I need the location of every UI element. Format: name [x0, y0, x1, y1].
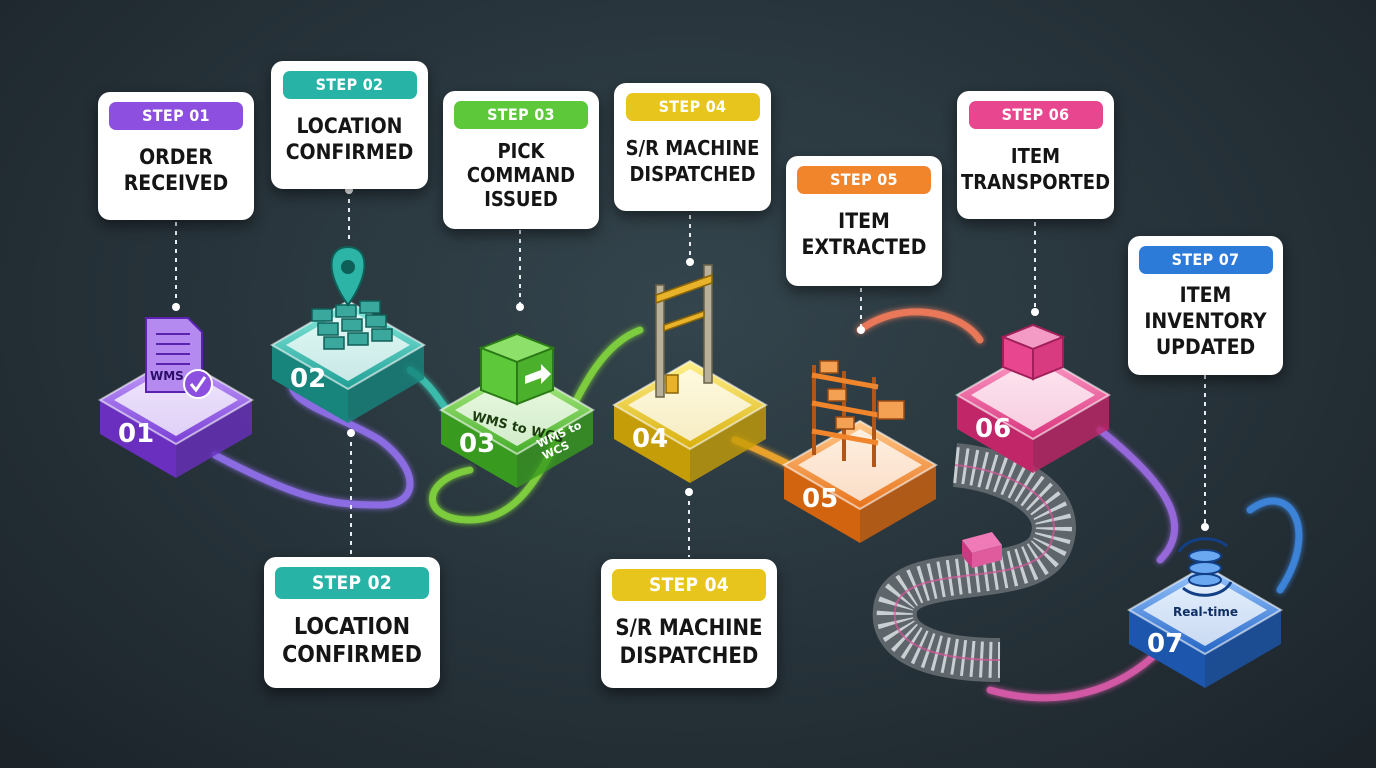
step-04-card: STEP 04 S/R MACHINE DISPATCHED	[614, 83, 771, 211]
step-tag: STEP 04	[625, 93, 760, 121]
flow-segment-07-tail	[1246, 497, 1303, 594]
flow-segment-01-02	[211, 366, 414, 509]
tote-bin-icon	[1000, 323, 1066, 381]
step-title: LOCATION CONFIRMED	[282, 614, 422, 668]
step-02-card: STEP 02 LOCATION CONFIRMED	[271, 61, 428, 189]
stacker-crane-icon	[655, 264, 713, 398]
connector-06-dot	[1031, 308, 1039, 316]
conveyor-belt	[872, 443, 1076, 682]
platform-number: 07	[1147, 629, 1183, 659]
conveyor-tote-icon	[962, 532, 1002, 568]
step-tag: STEP 02	[282, 71, 417, 99]
platform-number: 04	[632, 424, 668, 454]
connector-04-lower-dot	[685, 488, 693, 496]
connector-03-dot	[516, 303, 524, 311]
platform-01: 01 WMS	[98, 317, 254, 478]
platform-05: 05	[782, 360, 938, 543]
flow-segment-return	[986, 646, 1164, 702]
platform-04: 04	[612, 264, 768, 483]
step-title: ITEM TRANSPORTED	[960, 144, 1111, 194]
flow-segment-05-06	[856, 308, 984, 344]
step-tag: STEP 03	[454, 101, 588, 129]
step-tag: STEP 05	[797, 166, 931, 194]
step-title: S/R MACHINE DISPATCHED	[615, 616, 763, 669]
connector-01-dot	[172, 303, 180, 311]
map-pin-storage-grid-icon	[311, 245, 393, 350]
platform-number: 01	[118, 419, 154, 449]
storage-rack-icon	[811, 360, 905, 467]
step-02-lower-card: STEP 02 LOCATION CONFIRMED	[264, 557, 440, 688]
flow-segment-03-04	[429, 326, 644, 524]
step-07-card: STEP 07 ITEM INVENTORY UPDATED	[1128, 236, 1283, 375]
platform-06: 06	[955, 323, 1111, 473]
step-title: LOCATION CONFIRMED	[285, 114, 414, 164]
step-05-card: STEP 05 ITEM EXTRACTED	[786, 156, 942, 286]
connector-05-dot	[857, 326, 865, 334]
platform-number: 05	[802, 484, 838, 514]
platform-02: 02	[270, 245, 426, 423]
flow-segment-06-07	[1096, 426, 1178, 564]
step-tag: STEP 07	[1138, 246, 1273, 274]
step-01-card: STEP 01 ORDER RECEIVED	[98, 92, 254, 220]
step-tag: STEP 01	[109, 102, 243, 130]
platform-07: 07 Real-time	[1127, 537, 1283, 688]
step-06-card: STEP 06 ITEM TRANSPORTED	[957, 91, 1114, 219]
svg-text:Real-time: Real-time	[1173, 605, 1238, 619]
connector-02-lower-dot	[347, 429, 355, 437]
step-title: ORDER RECEIVED	[123, 145, 229, 195]
svg-text:WMS: WMS	[150, 369, 184, 383]
connector-04-dot	[686, 258, 694, 266]
step-tag: STEP 06	[968, 101, 1103, 129]
step-title: ITEM INVENTORY UPDATED	[1144, 283, 1267, 359]
step-title: ITEM EXTRACTED	[801, 209, 927, 259]
step-title: S/R MACHINE DISPATCHED	[625, 136, 760, 186]
wms-document-check-icon: WMS	[145, 317, 213, 399]
platform-number: 02	[290, 364, 326, 394]
step-tag: STEP 04	[612, 569, 766, 601]
step-04-lower-card: STEP 04 S/R MACHINE DISPATCHED	[601, 559, 777, 688]
step-03-card: STEP 03 PICK COMMAND ISSUED	[443, 91, 599, 229]
platform-number: 06	[975, 414, 1011, 444]
platform-number: 03	[459, 429, 495, 459]
step-tag: STEP 02	[275, 567, 429, 599]
database-sync-icon: Real-time	[1173, 537, 1238, 619]
connectors	[172, 186, 1209, 557]
step-title: PICK COMMAND ISSUED	[466, 139, 576, 211]
connector-07-dot	[1201, 523, 1209, 531]
